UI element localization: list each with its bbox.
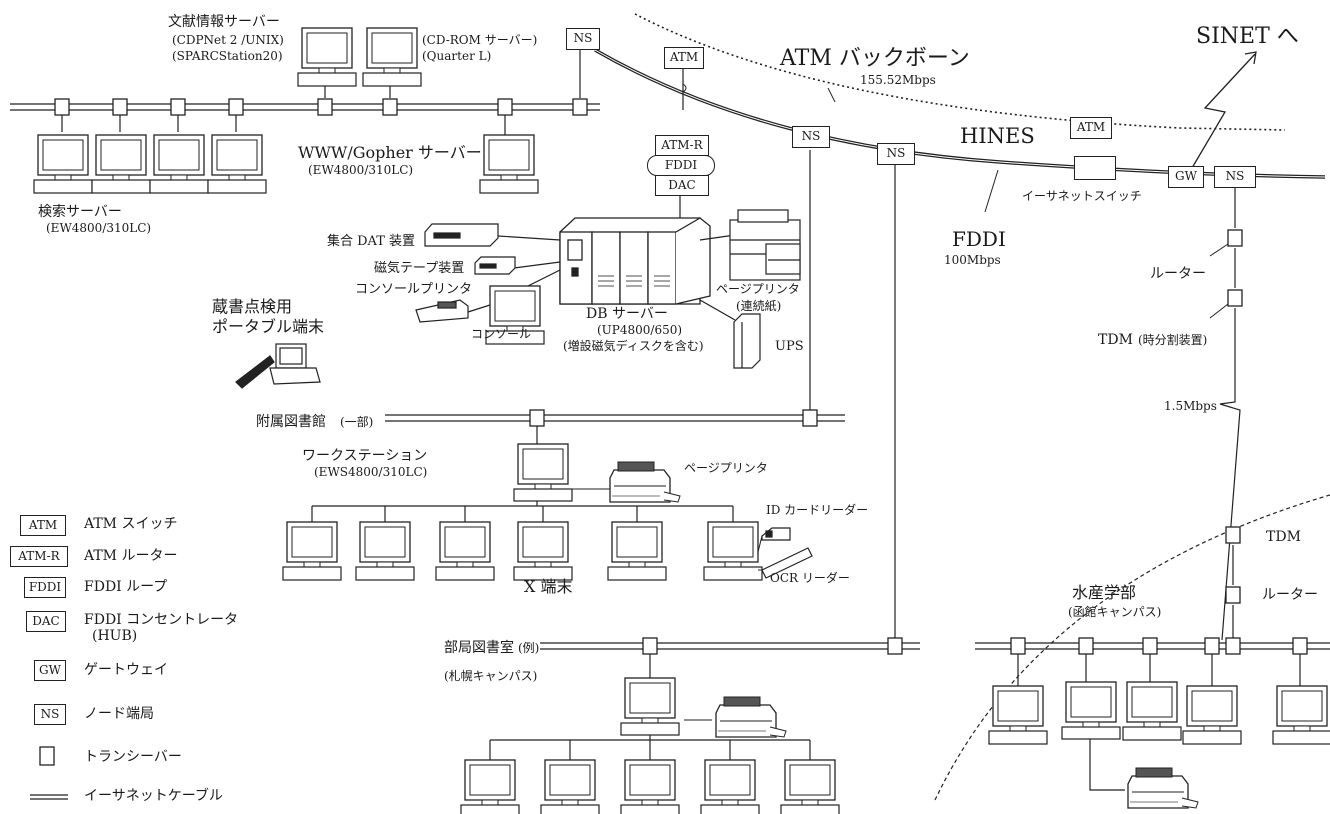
page-printer-cont-note: (連続紙) — [736, 299, 782, 313]
tdm2-label: TDM — [1266, 529, 1301, 545]
fddi-speed: 100Mbps — [944, 253, 1001, 267]
legend-text-transceiver: トランシーバー — [84, 749, 182, 765]
docserver-model: (SPARCStation20) — [172, 49, 283, 63]
ns-box-top: NS — [566, 28, 600, 50]
sinet-label: SINET へ — [1196, 24, 1299, 49]
www-server-label: WWW/Gopher サーバー — [298, 143, 482, 162]
sapporo-label: (札幌キャンパス) — [444, 669, 538, 683]
atm-box-top: ATM — [664, 47, 704, 69]
legend-text-gw: ゲートウェイ — [84, 662, 168, 678]
tdm1-label: TDM — [1098, 332, 1133, 348]
ns-box-2: NS — [877, 143, 915, 165]
search-server-label: 検索サーバー — [38, 204, 122, 220]
legend-text-dac: FDDI コンセントレータ — [84, 612, 239, 628]
db-server-model: (UP4800/650) — [597, 323, 683, 337]
tape-device-label: 磁気テープ装置 — [374, 261, 465, 276]
ns-box-3: NS — [1214, 166, 1256, 188]
dept-library-note: (例) — [518, 641, 540, 655]
legend-text-dac-2: (HUB) — [92, 628, 138, 644]
ocr-reader-label: OCR リーダー — [770, 571, 850, 585]
fisheries-campus: (函館キャンパス) — [1068, 605, 1162, 619]
portable-line2: ポータブル端末 — [212, 317, 325, 336]
atm-backbone-label: ATM バックボーン — [780, 46, 970, 71]
workstation-label: ワークステーション — [302, 448, 428, 464]
dac-box: DAC — [655, 175, 709, 196]
annex-library-note: (一部) — [340, 415, 374, 429]
fddi-box: FDDI — [647, 155, 715, 176]
legend-key-gw: GW — [34, 660, 66, 681]
legend-text-atm-r: ATM ルーター — [84, 548, 178, 564]
page-printer-cont-label: ページプリンタ — [716, 282, 800, 296]
legend-text-atm: ATM スイッチ — [84, 516, 178, 532]
legend-key-fddi: FDDI — [24, 577, 66, 598]
fddi-label: FDDI — [952, 227, 1006, 251]
hines-label: HINES — [960, 124, 1035, 148]
legend-key-atm: ATM — [20, 515, 66, 536]
legend-key-dac: DAC — [26, 611, 66, 632]
legend-key-atm-r: ATM-R — [10, 546, 68, 567]
router1-label: ルーター — [1150, 266, 1206, 282]
legend-text-ethernet: イーサネットケーブル — [84, 788, 223, 804]
speed-1-5: 1.5Mbps — [1164, 399, 1217, 413]
ns-box-1: NS — [792, 126, 830, 148]
db-server-label: DB サーバー — [586, 306, 668, 322]
search-server-model: (EW4800/310LC) — [46, 221, 152, 235]
dat-device-label: 集合 DAT 装置 — [327, 234, 416, 249]
ether-switch-box — [1074, 156, 1116, 180]
console-printer-label: コンソールプリンタ — [355, 282, 473, 297]
router2-label: ルーター — [1262, 587, 1318, 603]
portable-line1: 蔵書点検用 — [212, 297, 293, 316]
docserver-os: (CDPNet 2 /UNIX) — [172, 33, 284, 47]
atm-r-box: ATM-R — [655, 135, 709, 156]
ether-switch-label: イーサネットスイッチ — [1022, 189, 1142, 203]
www-server-model: (EW4800/310LC) — [308, 163, 414, 177]
fisheries-label: 水産学部 — [1072, 583, 1137, 602]
workstation-model: (EWS4800/310LC) — [314, 465, 428, 479]
page-printer-label: ページプリンタ — [684, 461, 768, 475]
legend-text-fddi: FDDI ループ — [84, 579, 168, 595]
dept-library-label: 部局図書室 — [444, 640, 514, 656]
gw-box: GW — [1168, 166, 1204, 188]
legend-text-ns: ノード端局 — [84, 706, 154, 722]
x-terminal-label: X 端末 — [524, 577, 573, 596]
annex-library-label: 附属図書館 — [256, 414, 326, 430]
cdrom-model: (Quarter L) — [422, 49, 492, 63]
legend-key-ns: NS — [34, 704, 66, 725]
atm-box-right: ATM — [1070, 117, 1112, 139]
cdrom-title: (CD-ROM サーバー) — [422, 33, 538, 47]
id-reader-label: ID カードリーダー — [766, 503, 869, 517]
console-label: コンソール — [471, 327, 532, 341]
db-server-note: (増設磁気ディスクを含む) — [563, 339, 704, 353]
ups-label: UPS — [775, 339, 804, 354]
atm-speed: 155.52Mbps — [860, 73, 936, 87]
docserver-title: 文献情報サーバー — [168, 14, 280, 30]
tdm1-note: (時分割装置) — [1138, 333, 1208, 347]
